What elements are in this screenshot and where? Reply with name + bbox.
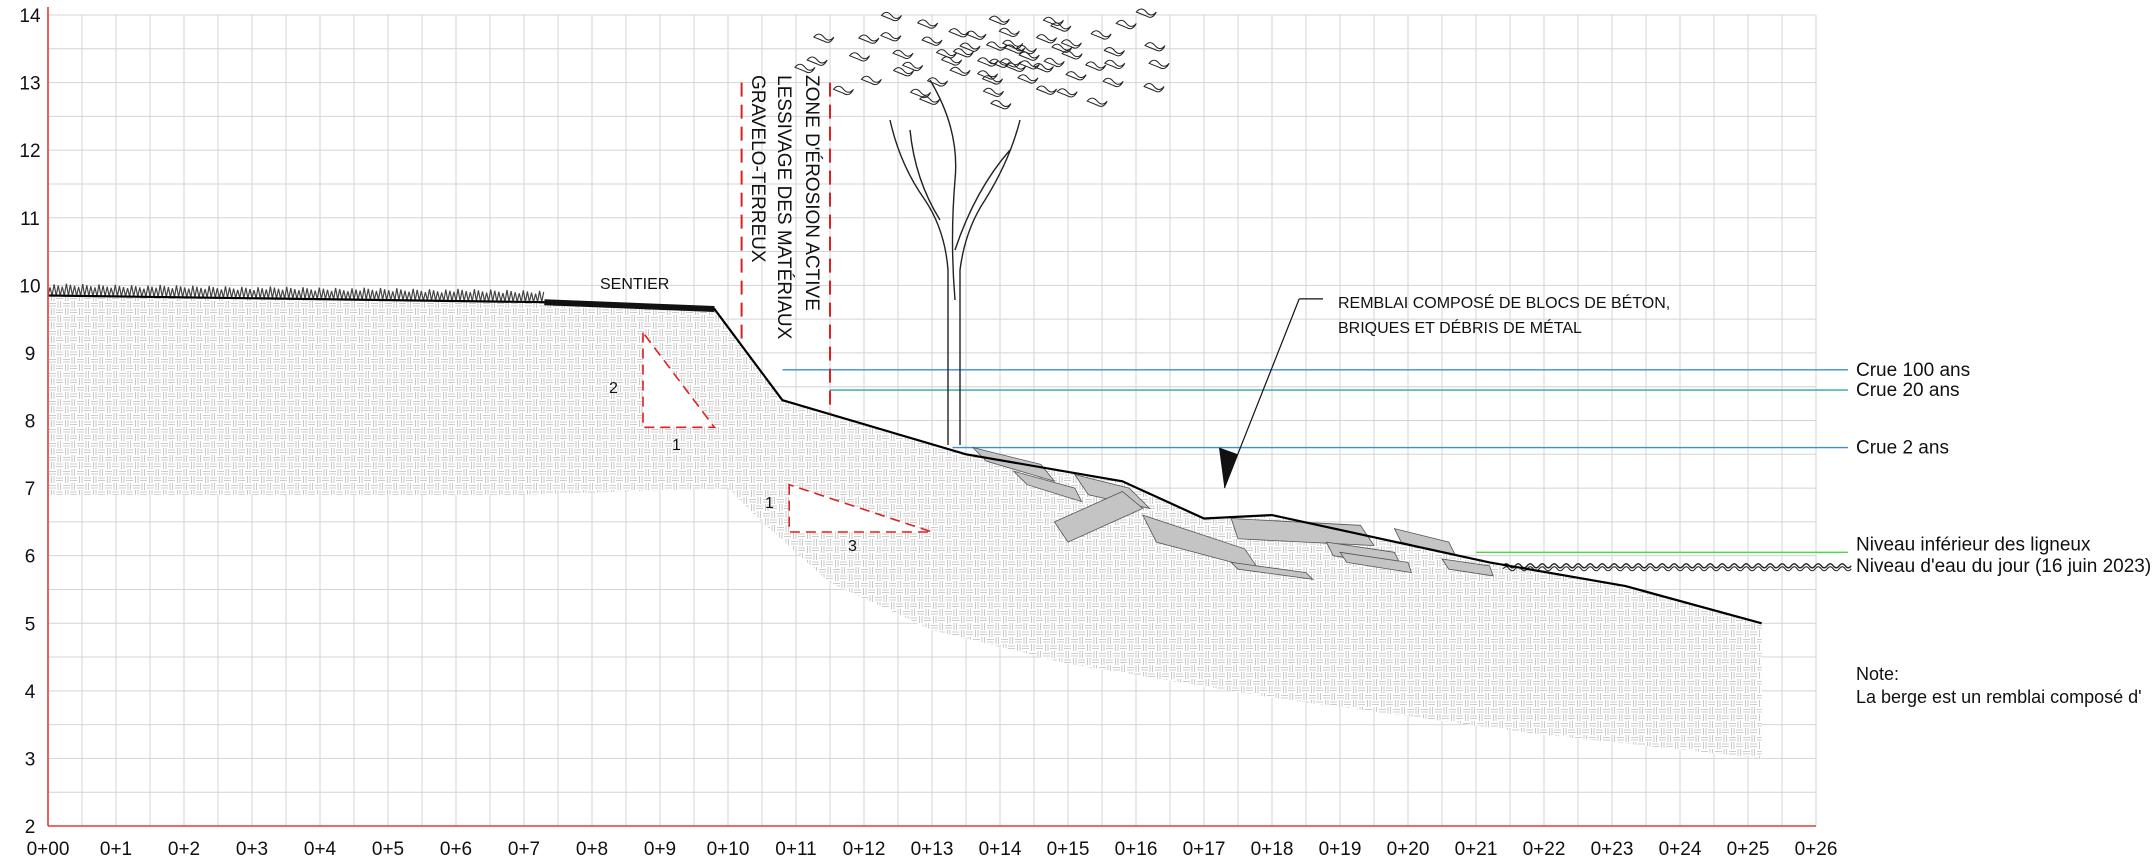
slope-2-1-vertical: 2 (609, 380, 618, 397)
x-tick-label: 0+00 (27, 839, 70, 860)
water-level-label: Crue 2 ans (1856, 438, 1949, 459)
path-label: SENTIER (600, 276, 669, 293)
x-tick-label: 0+5 (372, 839, 404, 860)
x-tick-label: 0+4 (304, 839, 337, 860)
slope-ratio-triangle (642, 330, 717, 429)
x-tick-label: 0+1 (100, 839, 132, 860)
y-tick-label: 7 (25, 479, 36, 500)
grass-strip (47, 283, 545, 303)
debris-block (1441, 558, 1494, 577)
x-tick-label: 0+2 (168, 839, 200, 860)
water-level-line (1502, 563, 1852, 569)
y-tick-label: 9 (25, 344, 36, 365)
slope-2-1-horizontal: 1 (672, 437, 681, 454)
slope-ratio-triangle (788, 483, 933, 533)
x-tick-label: 0+19 (1319, 839, 1362, 860)
x-tick-label: 0+15 (1047, 839, 1090, 860)
y-tick-label: 4 (25, 682, 36, 703)
x-tick-label: 0+14 (979, 839, 1022, 860)
debris-block (1053, 491, 1144, 543)
water-level-label: Niveau inférieur des ligneux (1856, 534, 2091, 555)
ground-profile (47, 82, 1762, 625)
x-tick-label: 0+26 (1795, 839, 1838, 860)
path-surface (544, 299, 715, 312)
concrete-debris (971, 446, 1494, 580)
debris-block (1230, 561, 1314, 580)
x-tick-label: 0+3 (236, 839, 268, 860)
water-level-line (1502, 566, 1852, 572)
note-text: La berge est un remblai composé d' (1856, 687, 2142, 707)
erosion-label-line1: ZONE D'ÉROSION ACTIVE (801, 75, 822, 311)
y-tick-label: 10 (19, 276, 40, 297)
x-tick-label: 0+9 (644, 839, 676, 860)
debris-block (1339, 551, 1412, 574)
annotations: SENTIER REMBLAI COMPOSÉ DE BLOCS DE BÉTO… (600, 75, 2142, 707)
y-tick-label: 6 (25, 547, 36, 568)
water-level-label: Crue 100 ans (1856, 360, 1970, 381)
x-tick-label: 0+11 (775, 839, 816, 860)
y-tick-label: 13 (19, 74, 40, 95)
tree-illustration (794, 8, 1170, 445)
x-tick-label: 0+8 (576, 839, 608, 860)
y-tick-label: 14 (19, 6, 41, 27)
x-tick-label: 0+10 (707, 839, 750, 860)
x-tick-label: 0+12 (843, 839, 886, 860)
x-tick-label: 0+7 (508, 839, 540, 860)
y-tick-label: 12 (19, 141, 40, 162)
water-level-label: Crue 20 ans (1856, 380, 1960, 401)
debris-block (1012, 470, 1083, 503)
y-tick-label: 8 (25, 412, 36, 433)
x-tick-label: 0+25 (1727, 839, 1770, 860)
y-tick-label: 3 (25, 749, 36, 770)
x-tick-label: 0+23 (1591, 839, 1634, 860)
x-tick-label: 0+18 (1251, 839, 1294, 860)
water-level-label: Niveau d'eau du jour (16 juin 2023) (1856, 556, 2151, 577)
slope-1-3-vertical: 1 (765, 495, 774, 512)
y-tick-label: 2 (25, 817, 36, 838)
x-tick-label: 0+6 (440, 839, 472, 860)
x-tick-label: 0+22 (1523, 839, 1566, 860)
y-tick-label: 11 (20, 209, 40, 230)
erosion-label-line2: LESSIVAGE DES MATÉRIAUX (773, 75, 794, 340)
callout-arrowhead (1218, 447, 1238, 489)
slope-1-3-horizontal: 3 (848, 538, 857, 555)
x-tick-label: 0+24 (1659, 839, 1702, 860)
y-tick-label: 5 (25, 614, 36, 635)
debris-block (1230, 518, 1375, 546)
x-tick-label: 0+17 (1183, 839, 1226, 860)
note-title: Note: (1856, 664, 1899, 684)
erosion-label-line3: GRAVELO-TERREUX (747, 75, 768, 263)
axes: 0+00 0+1 0+2 0+3 0+4 0+5 0+6 0+7 0+8 0+9 0+10 0+11 0… (19, 6, 1837, 860)
tree-trunk (889, 79, 1021, 445)
x-tick-label: 0+16 (1115, 839, 1158, 860)
tree-crown (794, 8, 1170, 110)
fill-label-line2: BRIQUES ET DÉBRIS DE MÉTAL (1338, 318, 1582, 337)
fill-label-line1: REMBLAI COMPOSÉ DE BLOCS DE BÉTON, (1338, 293, 1670, 312)
x-tick-label: 0+20 (1387, 839, 1430, 860)
x-tick-label: 0+13 (911, 839, 954, 860)
x-tick-label: 0+21 (1455, 839, 1498, 860)
fill-soil-body (47, 283, 1762, 759)
